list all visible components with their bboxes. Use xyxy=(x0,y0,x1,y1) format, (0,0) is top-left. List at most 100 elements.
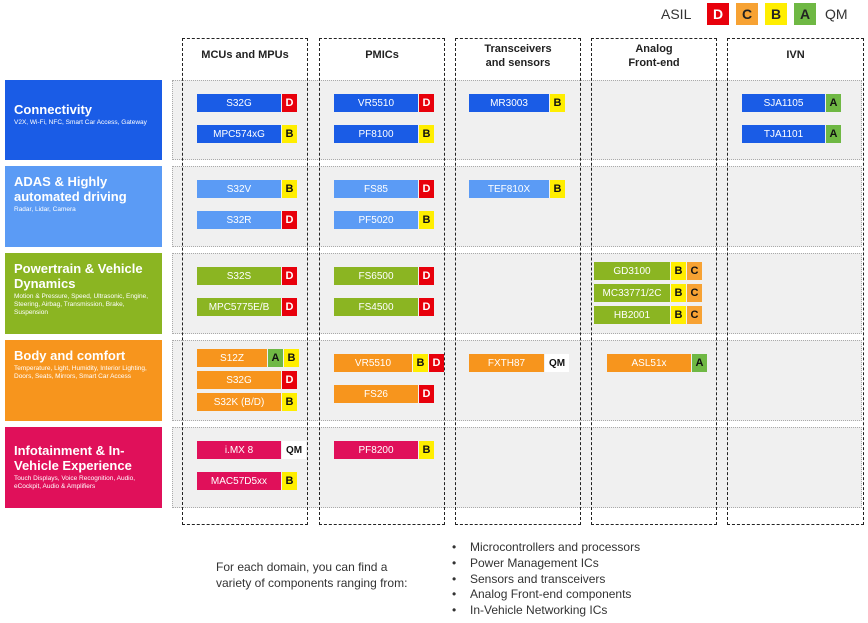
component-chip: S32K (B/D) xyxy=(197,393,281,411)
asil-level-d: D xyxy=(707,3,729,25)
column-frame xyxy=(319,38,445,525)
component-chip: MPC574xG xyxy=(197,125,281,143)
bullet-icon: • xyxy=(452,587,457,602)
bullet-icon: • xyxy=(452,540,457,554)
asil-badge: A xyxy=(692,354,707,372)
bullet-icon: • xyxy=(452,571,457,586)
component-chip: PF8100 xyxy=(334,125,418,143)
domain-subtitle: Touch Displays, Voice Recognition, Audio… xyxy=(14,475,136,490)
row-band xyxy=(172,166,862,247)
list-item: •Analog Front-end components xyxy=(452,587,632,602)
component-chip: MAC57D5xx xyxy=(197,472,281,490)
column-header: PMICs xyxy=(365,49,399,61)
asil-badge: B xyxy=(284,349,299,367)
footer-line-2: variety of components ranging from: xyxy=(216,576,408,590)
asil-badge: D xyxy=(282,298,297,316)
asil-badge: B xyxy=(671,306,686,324)
asil-badge: B xyxy=(282,125,297,143)
component-chip: SJA1105 xyxy=(742,94,825,112)
list-item: •In-Vehicle Networking ICs xyxy=(452,603,608,618)
component-chip: TEF810X xyxy=(469,180,549,198)
domain-title: Body and comfort xyxy=(14,348,126,363)
row-band xyxy=(172,253,862,334)
component-chip: MPC5775E/B xyxy=(197,298,281,316)
asil-badge: D xyxy=(419,180,434,198)
component-chip: GD3100 xyxy=(594,262,670,280)
asil-badge: QM xyxy=(282,441,306,459)
asil-level-b: B xyxy=(765,3,787,25)
component-chip: i.MX 8 xyxy=(197,441,281,459)
list-item: •Microcontrollers and processors xyxy=(452,540,641,554)
component-chip: FS6500 xyxy=(334,267,418,285)
component-chip: S32R xyxy=(197,211,281,229)
asil-badge: B xyxy=(419,441,434,459)
domain-subtitle: V2X, Wi-Fi, NFC, Smart Car Access, Gatew… xyxy=(14,119,147,126)
asil-badge: D xyxy=(282,211,297,229)
footer-line-1: For each domain, you can find a xyxy=(216,560,388,574)
asil-badge: B xyxy=(671,262,686,280)
asil-badge: QM xyxy=(545,354,569,372)
asil-badge: B xyxy=(419,125,434,143)
component-chip: TJA1101 xyxy=(742,125,825,143)
asil-badge: C xyxy=(687,262,702,280)
asil-badge: D xyxy=(419,94,434,112)
asil-badge: D xyxy=(282,371,297,389)
footer-description: For each domain, you can find a variety … xyxy=(216,559,407,591)
component-chip: ASL51x xyxy=(607,354,691,372)
domain-subtitle: Temperature, Light, Humidity, Interior L… xyxy=(14,365,147,380)
column-header: IVN xyxy=(786,49,805,61)
component-chip: VR5510 xyxy=(334,354,412,372)
asil-badge: D xyxy=(419,298,434,316)
asil-level-qm: QM xyxy=(825,6,848,22)
asil-badge: B xyxy=(419,211,434,229)
component-chip: PF5020 xyxy=(334,211,418,229)
asil-level-c: C xyxy=(736,3,758,25)
list-item: •Sensors and transceivers xyxy=(452,571,606,586)
asil-badge: B xyxy=(282,393,297,411)
row-band xyxy=(172,80,862,160)
component-chip: FS4500 xyxy=(334,298,418,316)
asil-badge: B xyxy=(282,180,297,198)
component-chip: VR5510 xyxy=(334,94,418,112)
asil-badge: A xyxy=(268,349,283,367)
domain-subtitle: Motion & Pressure, Speed, Ultrasonic, En… xyxy=(14,293,149,316)
asil-badge: B xyxy=(413,354,428,372)
bullet-icon: • xyxy=(452,603,457,618)
asil-badge: B xyxy=(550,94,565,112)
component-chip: MR3003 xyxy=(469,94,549,112)
domain-title: Powertrain & Vehicle Dynamics xyxy=(14,261,143,291)
asil-badge: C xyxy=(687,306,702,324)
row-band xyxy=(172,427,862,508)
asil-badge: D xyxy=(419,267,434,285)
domain-title: Connectivity xyxy=(14,102,93,117)
component-chip: PF8200 xyxy=(334,441,418,459)
component-chip: MC33771/2C xyxy=(594,284,670,302)
component-chip: S32G xyxy=(197,371,281,389)
column-frame xyxy=(182,38,308,525)
domain-subtitle: Radar, Lidar, Camera xyxy=(14,206,76,213)
asil-badge: D xyxy=(429,354,444,372)
component-chip: FS85 xyxy=(334,180,418,198)
asil-badge: D xyxy=(282,267,297,285)
asil-badge: D xyxy=(282,94,297,112)
asil-badge: A xyxy=(826,125,841,143)
component-chip: FXTH87 xyxy=(469,354,544,372)
bullet-icon: • xyxy=(452,555,457,570)
component-chip: HB2001 xyxy=(594,306,670,324)
asil-level-a: A xyxy=(794,3,816,25)
asil-badge: A xyxy=(826,94,841,112)
column-header: MCUs and MPUs xyxy=(201,49,289,61)
component-chip: S32V xyxy=(197,180,281,198)
asil-legend-label: ASIL xyxy=(661,6,692,22)
column-frame xyxy=(591,38,717,525)
asil-badge: B xyxy=(550,180,565,198)
component-category-list: •Microcontrollers and processors •Power … xyxy=(452,540,640,619)
domain-title: Infotainment & In-Vehicle Experience xyxy=(14,443,132,473)
asil-badge: D xyxy=(419,385,434,403)
